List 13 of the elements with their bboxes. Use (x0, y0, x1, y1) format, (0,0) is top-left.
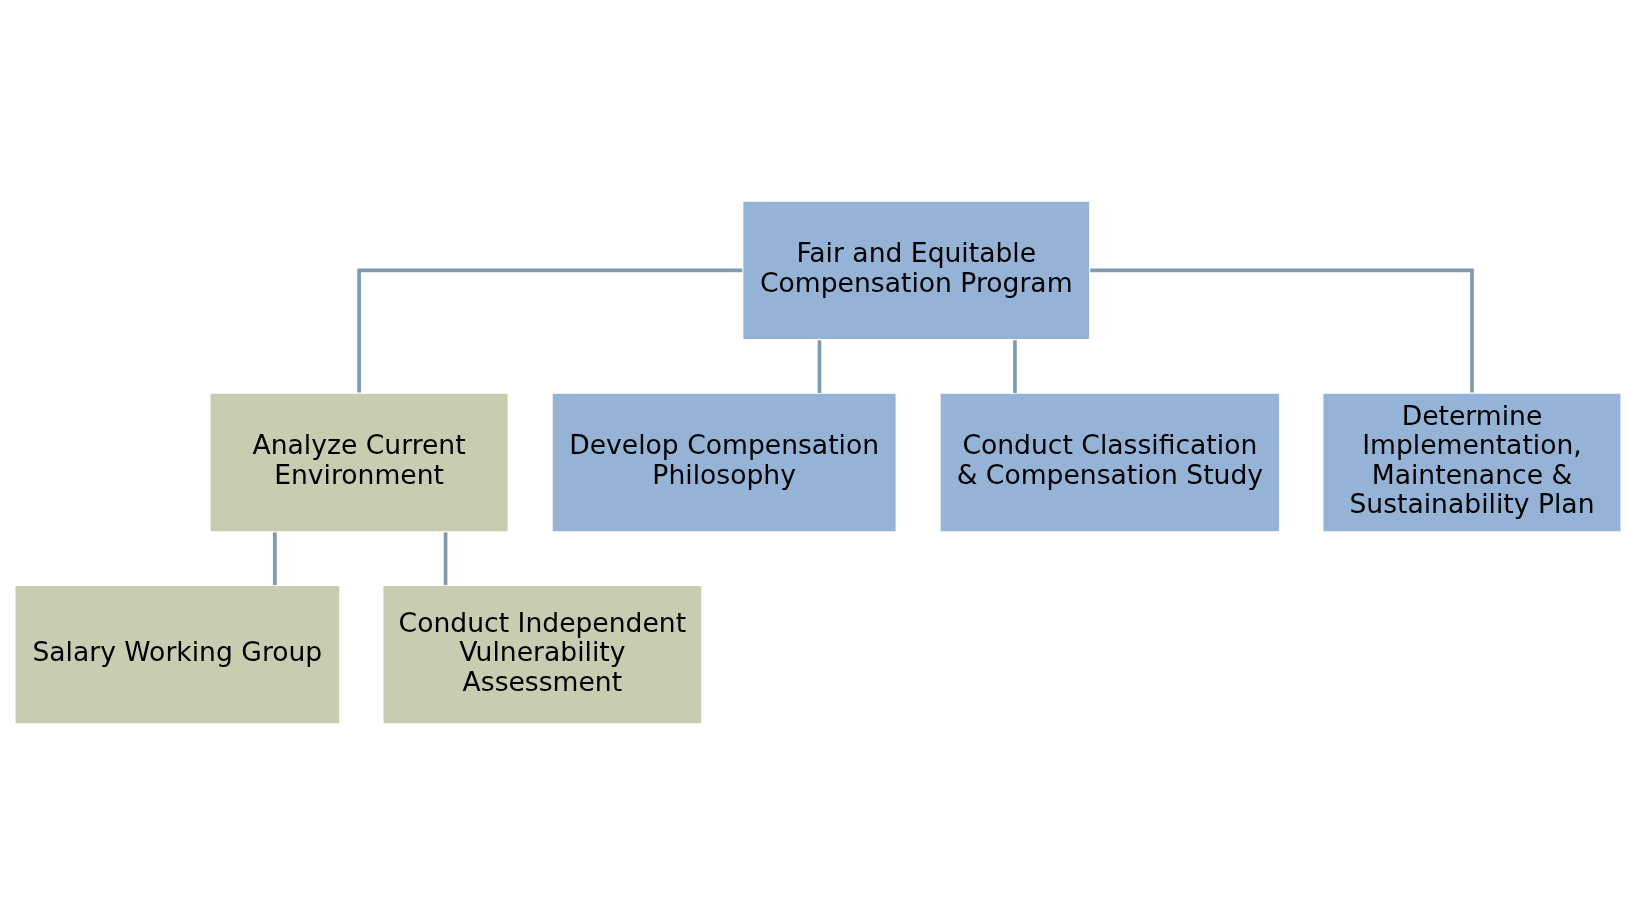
node-box: Conduct Independent Vulnerability Assessment (382, 583, 703, 725)
connector (1090, 268, 1474, 393)
node-box: Fair and Equitable Compensation Program (741, 199, 1091, 341)
connector (817, 339, 822, 393)
connector (357, 268, 743, 393)
connector (1013, 339, 1017, 393)
node-box: Develop Compensation Philosophy (551, 391, 898, 533)
node-box: Analyze Current Environment (209, 391, 510, 533)
connector (273, 531, 277, 585)
connector (443, 531, 448, 585)
node-box: Salary Working Group (14, 583, 341, 725)
node-box: Conduct Classification & Compensation Study (939, 391, 1281, 533)
node-box: Determine Implementation, Maintenance & Sustainability Plan (1321, 391, 1622, 533)
